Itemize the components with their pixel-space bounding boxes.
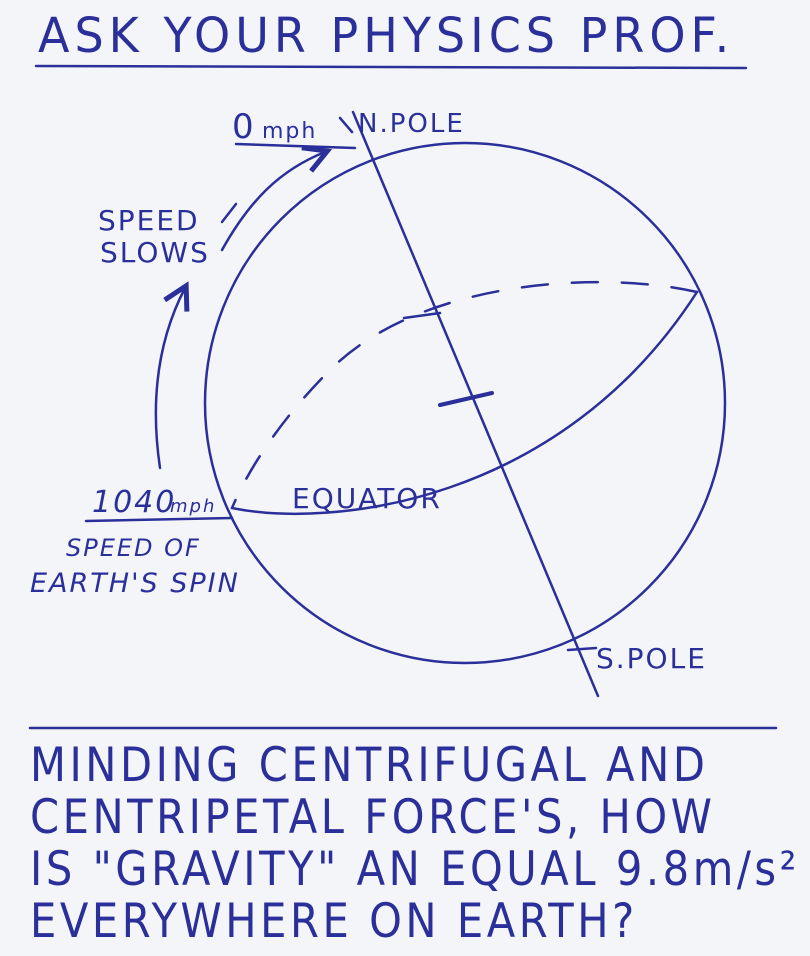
- label-divider: [338, 116, 354, 134]
- side-arrow: [154, 288, 185, 470]
- top-arrow: [220, 152, 325, 252]
- equator-back: [230, 280, 699, 510]
- question-line-4: EVERYWHERE ON EARTH?: [30, 894, 638, 949]
- question-text: MINDING CENTRIFUGAL AND CENTRIPETAL FORC…: [30, 740, 810, 948]
- equator-speed-unit: mph: [170, 496, 216, 517]
- spin-label-line1: SPEED OF: [66, 534, 201, 562]
- poster-title: ASK YOUR PHYSICS PROF.: [38, 6, 735, 64]
- speed-slows-tick: [220, 202, 238, 224]
- question-line-2: CENTRIPETAL FORCE'S, HOW: [30, 790, 716, 845]
- rotation-axis: [351, 110, 600, 698]
- equator-label: EQUATOR: [292, 482, 442, 515]
- question-line-3: IS "GRAVITY" AN EQUAL 9.8m/s²: [30, 842, 800, 897]
- zero-speed-label: 0: [232, 107, 256, 147]
- equator-front: [230, 290, 699, 515]
- south-pole-tick: [566, 646, 598, 652]
- zero-speed-unit: mph: [262, 119, 317, 144]
- earth-circle: [203, 141, 727, 665]
- speed-slows-line1: SPEED: [98, 204, 200, 237]
- north-pole-label: N.POLE: [358, 109, 465, 139]
- zero-mph-underline: [234, 142, 357, 150]
- spin-label-line2: EARTH'S SPIN: [30, 568, 240, 599]
- title-underline: [34, 64, 748, 70]
- axis-tick-upper: [402, 311, 442, 320]
- equator-speed-label: 1040: [92, 485, 176, 520]
- question-line-1: MINDING CENTRIFUGAL AND: [30, 738, 709, 793]
- equator-speed-underline: [84, 516, 234, 523]
- south-pole-label: S.POLE: [596, 642, 707, 675]
- speed-slows-line2: SLOWS: [100, 236, 210, 269]
- axis-tick-middle: [438, 391, 494, 407]
